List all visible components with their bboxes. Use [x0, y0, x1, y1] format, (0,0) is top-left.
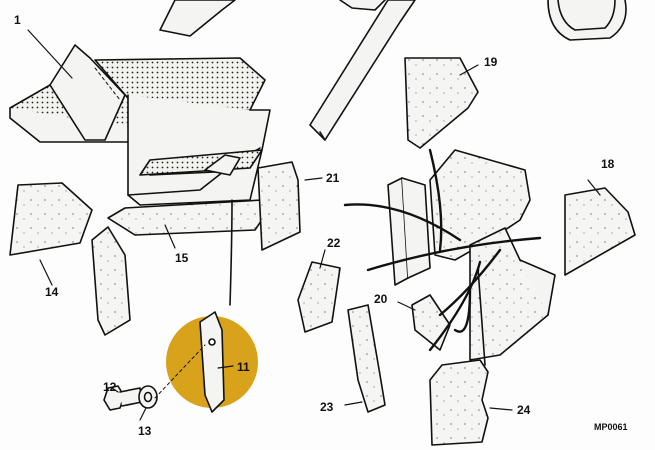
bracket-11 [199, 311, 225, 413]
callout-1: 1 [14, 13, 21, 27]
callout-11: 11 [237, 360, 250, 374]
callout-20: 20 [374, 292, 388, 306]
panel-21 [257, 161, 301, 251]
panel-14 [9, 182, 93, 256]
alignment-lines [94, 67, 206, 399]
callout-24: 24 [517, 403, 531, 417]
panel-long-left [91, 226, 131, 336]
bracket-top-right-center [339, 0, 386, 11]
bolt-12 [103, 385, 143, 411]
plate-15 [107, 199, 271, 236]
wiring [229, 148, 542, 352]
fitting-top-right [547, 0, 627, 41]
callout-23: 23 [320, 400, 334, 414]
callout-19: 19 [484, 55, 498, 69]
panel-22 [297, 261, 341, 333]
partial-part-top-left [159, 0, 236, 37]
callout-13: 13 [138, 424, 152, 438]
panel-23 [347, 304, 386, 413]
platform-assembly [9, 44, 271, 206]
diagonal-bar-top [309, 0, 416, 141]
callout-22: 22 [327, 236, 341, 250]
panel-24 [429, 359, 489, 446]
nut-13 [138, 385, 158, 409]
panel-20 [411, 294, 451, 351]
callout-18: 18 [601, 157, 615, 171]
callout-14: 14 [45, 285, 59, 299]
callout-21: 21 [326, 171, 340, 185]
panel-19 [404, 57, 479, 149]
callout-15: 15 [175, 251, 189, 265]
callout-12: 12 [103, 380, 117, 394]
leader-lines [27, 29, 601, 421]
reference-code: MP0061 [594, 422, 628, 432]
panel-18 [564, 187, 636, 276]
